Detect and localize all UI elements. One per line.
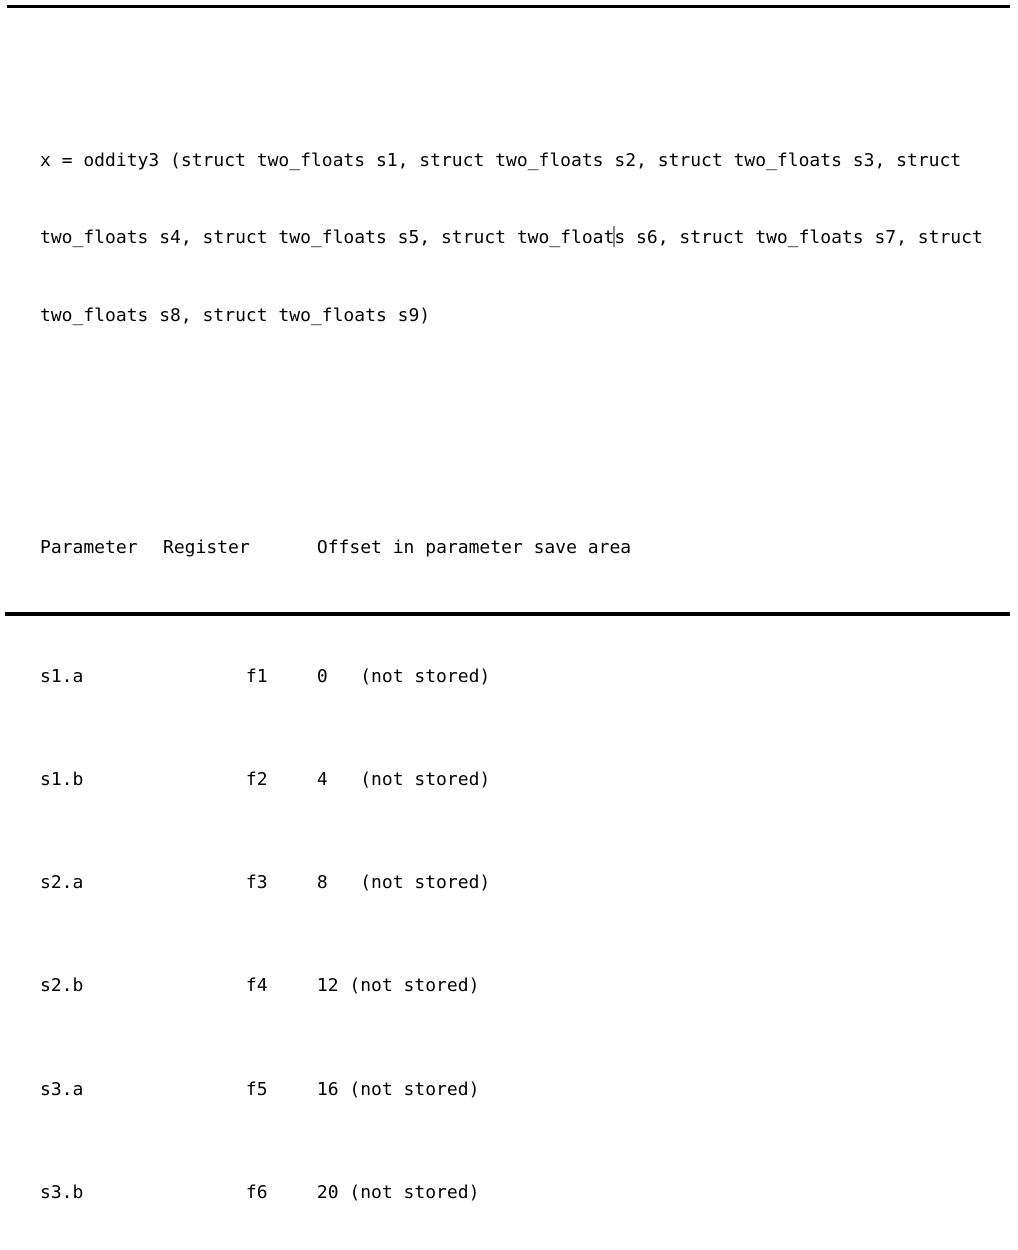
register-column-header: Register: [162, 536, 250, 558]
table-row: s2.b f4 12 (not stored): [40, 973, 983, 999]
register-cell: f6: [245, 1181, 268, 1203]
offset-cell: 16: [316, 1078, 339, 1100]
parameter-cell: s3.b: [40, 1181, 84, 1203]
note-cell: (not stored): [349, 1078, 480, 1100]
table-row: s3.b f6 20 (not stored): [40, 1180, 983, 1206]
table-row: s3.a f5 16 (not stored): [40, 1077, 983, 1103]
register-cell: f3: [245, 872, 268, 894]
bottom-border-rule: [5, 612, 1010, 616]
table-row: s1.a f1 0 (not stored): [40, 664, 983, 690]
note-cell: (not stored): [360, 665, 491, 687]
code-line-2: two_floats s4, struct two_floats s5, str…: [40, 225, 983, 251]
document-content: x = oddity3 (struct two_floats s1, struc…: [40, 19, 983, 1250]
text-cursor: [613, 226, 616, 248]
register-cell: f5: [245, 1078, 268, 1100]
register-cell: f1: [245, 665, 268, 687]
table-row: s2.a f3 8 (not stored): [40, 870, 983, 896]
code-line-3: two_floats s8, struct two_floats s9): [40, 304, 431, 326]
parameter-cell: s1.b: [40, 769, 84, 791]
parameter-cell: s3.a: [40, 1078, 84, 1100]
parameter-cell: s2.b: [40, 975, 84, 997]
code-line-2-after-cursor: s s6, struct two_floats s7, struct: [614, 227, 983, 249]
note-cell: (not stored): [360, 872, 491, 894]
parameter-table: Parameter Register Offset in parameter sav…: [40, 483, 983, 1250]
top-border-rule: [7, 5, 1010, 8]
offset-column-header: Offset in parameter save area: [316, 536, 632, 558]
offset-cell: 20: [316, 1181, 339, 1203]
offset-cell: 0: [316, 665, 328, 687]
note-cell: (not stored): [349, 1181, 480, 1203]
function-signature-code: x = oddity3 (struct two_floats s1, struc…: [40, 96, 983, 380]
offset-cell: 12: [316, 975, 339, 997]
code-line-2-before-cursor: two_floats s4, struct two_floats s5, str…: [40, 227, 615, 249]
note-cell: (not stored): [349, 975, 480, 997]
parameter-cell: s2.a: [40, 872, 84, 894]
parameter-cell: s1.a: [40, 665, 84, 687]
table-row: s1.b f2 4 (not stored): [40, 767, 983, 793]
parameter-column-header: Parameter: [40, 536, 138, 558]
offset-cell: 8: [316, 872, 328, 894]
register-cell: f2: [245, 769, 268, 791]
table-header-row: Parameter Register Offset in parameter sav…: [40, 535, 983, 561]
offset-cell: 4: [316, 769, 328, 791]
register-cell: f4: [245, 975, 268, 997]
code-line-1: x = oddity3 (struct two_floats s1, struc…: [40, 149, 962, 171]
note-cell: (not stored): [360, 769, 491, 791]
